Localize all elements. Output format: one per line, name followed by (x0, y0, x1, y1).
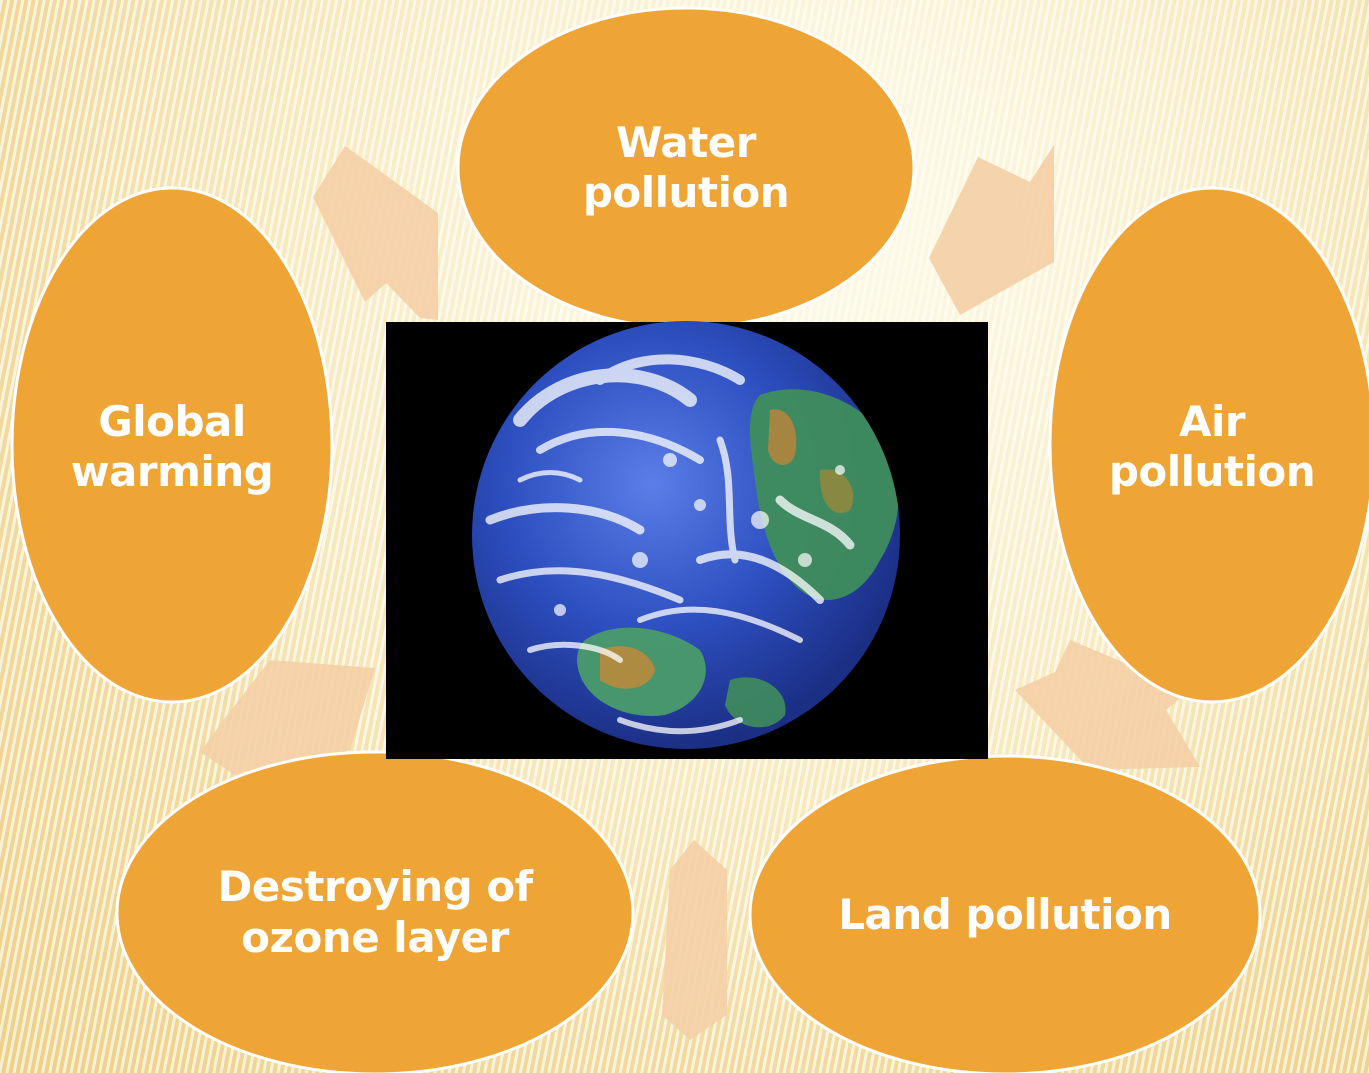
cycle-arrow-warming-to-water (313, 146, 438, 320)
node-ozone-layer (115, 750, 635, 1073)
label-air-pollution: Air pollution (1108, 396, 1316, 496)
label-ozone-layer: Destroying of ozone layer (217, 862, 533, 962)
node-land-pollution (748, 754, 1262, 1073)
node-air-pollution (1048, 186, 1369, 704)
label-water-pollution: Water pollution (582, 117, 790, 217)
node-global-warming (10, 186, 334, 704)
cycle-arrow-water-to-air (929, 145, 1054, 315)
label-land-pollution: Land pollution (838, 889, 1172, 939)
label-global-warming: Global warming (70, 396, 274, 496)
cycle-arrow-land-to-ozone (662, 840, 727, 1040)
earth-globe-icon (472, 321, 900, 749)
cycle-arrow-air-to-land (1015, 640, 1200, 770)
